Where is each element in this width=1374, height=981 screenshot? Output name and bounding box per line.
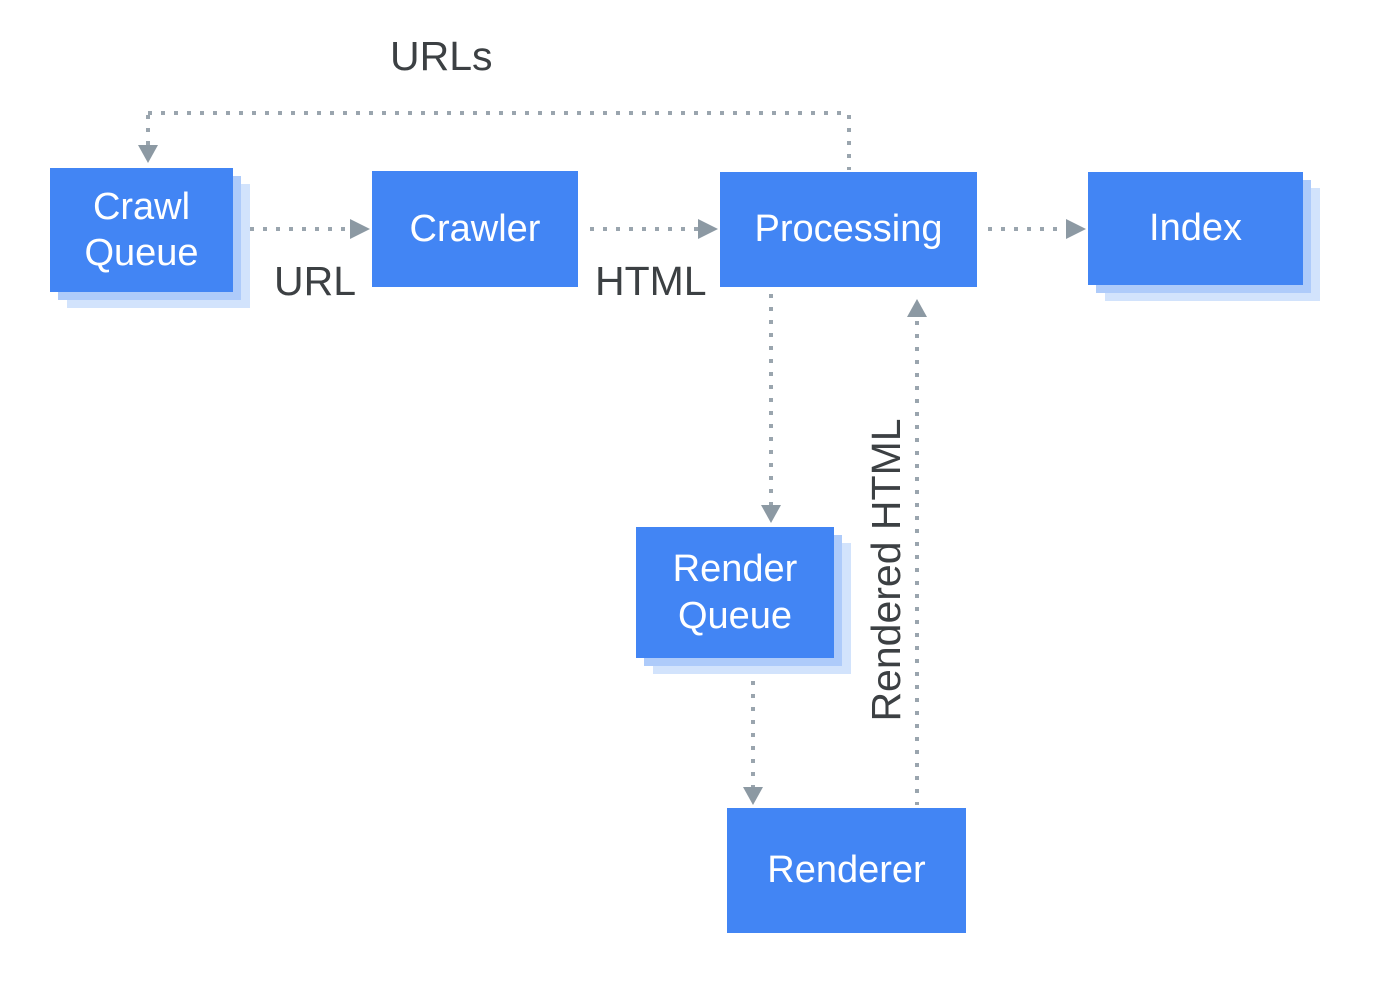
edge-label-html: HTML [595, 258, 707, 304]
arrowhead-up-icon [907, 299, 927, 317]
node-render-queue-label: Render Queue [672, 548, 798, 637]
node-crawler-label: Crawler [409, 207, 541, 250]
arrowhead-right-icon [1066, 219, 1086, 239]
node-renderer: Renderer [727, 808, 966, 933]
arrowhead-down-icon [743, 787, 763, 805]
connector-line [988, 227, 1066, 231]
node-crawl-queue-label: Crawl Queue [84, 185, 199, 274]
node-processing-label: Processing [754, 208, 943, 251]
edge-label-rendered-html: Rendered HTML [863, 418, 909, 722]
arrowhead-down-icon [138, 145, 158, 163]
feedback-left-vertical-line [146, 115, 150, 145]
node-render-queue: Render Queue [636, 527, 834, 658]
connector-line [751, 681, 755, 787]
connector-line [250, 227, 350, 231]
arrowhead-down-icon [761, 505, 781, 523]
arrowhead-right-icon [350, 219, 370, 239]
connector-line [769, 294, 773, 506]
edge-label-urls: URLs [390, 33, 493, 79]
connector-line [590, 227, 698, 231]
node-renderer-label: Renderer [767, 849, 926, 892]
node-processing: Processing [720, 172, 977, 287]
node-index: Index [1088, 172, 1303, 285]
connector-line [915, 321, 919, 805]
node-index-label: Index [1149, 207, 1242, 250]
feedback-right-vertical-line [847, 115, 851, 170]
node-crawl-queue: Crawl Queue [50, 168, 233, 292]
edge-label-url: URL [274, 258, 357, 304]
feedback-horizontal-line [148, 111, 849, 115]
node-crawler: Crawler [372, 171, 578, 287]
arrowhead-right-icon [698, 219, 718, 239]
